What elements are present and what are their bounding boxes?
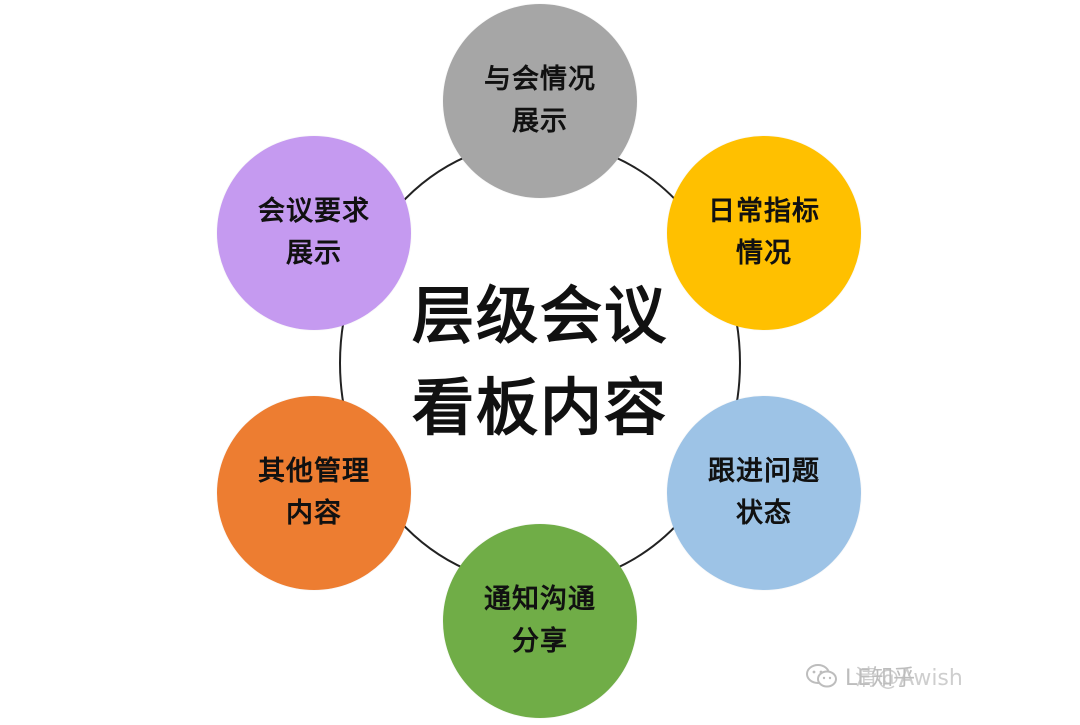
node-label-line2: 分享 xyxy=(512,626,568,657)
watermark-text-overlay: 清@Awish xyxy=(855,666,963,691)
node-label-line1: 跟进问题 xyxy=(708,456,820,487)
node-label-line1: 其他管理 xyxy=(258,456,370,487)
node-other-management: 其他管理 内容 xyxy=(217,396,411,590)
center-title-line1: 层级会议 xyxy=(411,279,668,352)
node-label-line1: 会议要求 xyxy=(258,196,370,227)
watermark: LE知乎 清@Awish xyxy=(805,660,963,692)
center-title-line2: 看板内容 xyxy=(411,371,668,444)
node-label-line1: 与会情况 xyxy=(484,64,596,95)
wechat-icon xyxy=(806,664,837,688)
watermark-text: LE知乎 xyxy=(845,666,916,691)
node-label-line2: 内容 xyxy=(286,498,342,529)
node-label-line2: 状态 xyxy=(736,498,792,529)
node-label-line2: 展示 xyxy=(286,238,342,269)
node-notification-sharing: 通知沟通 分享 xyxy=(443,524,637,718)
node-attendance-display: 与会情况 展示 xyxy=(443,4,637,198)
node-meeting-requirements: 会议要求 展示 xyxy=(217,136,411,330)
node-label-line2: 情况 xyxy=(736,238,792,269)
node-label-line1: 日常指标 xyxy=(708,196,820,227)
node-follow-up-issues: 跟进问题 状态 xyxy=(667,396,861,590)
node-label-line1: 通知沟通 xyxy=(484,584,596,615)
center-title: 层级会议 看板内容 xyxy=(380,270,700,454)
node-label-line2: 展示 xyxy=(512,106,568,137)
node-daily-indicators: 日常指标 情况 xyxy=(667,136,861,330)
